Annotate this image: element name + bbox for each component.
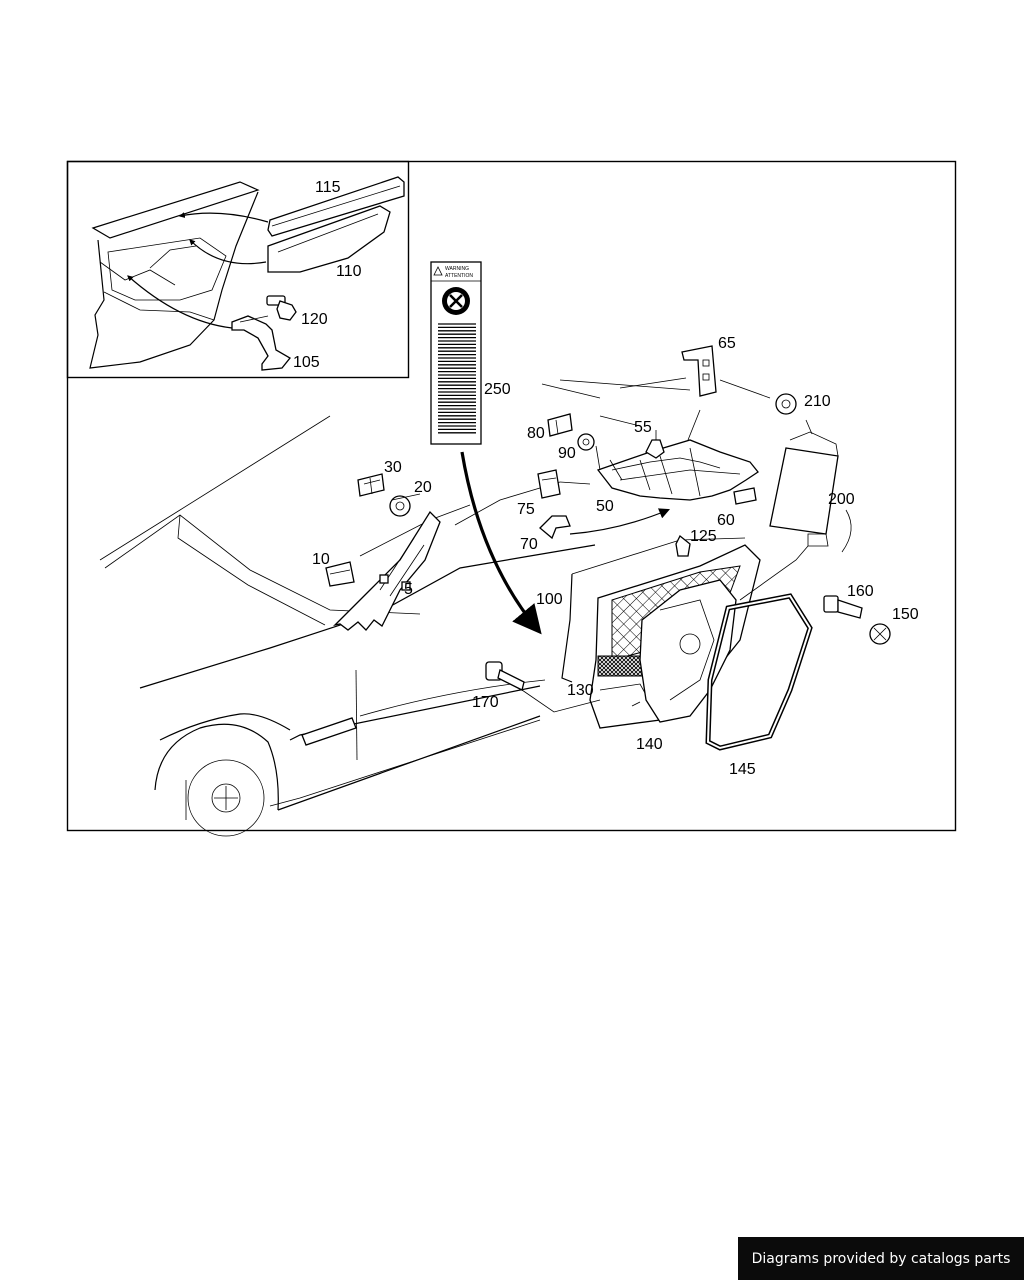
inset-arrow-110 — [189, 239, 267, 265]
main-frame — [66, 160, 957, 832]
callout-70: 70 — [520, 536, 538, 553]
part-70-cap — [539, 515, 571, 540]
inset-leader-120 — [239, 315, 269, 323]
callout-65: 65 — [718, 335, 736, 352]
part-10-clip — [325, 561, 355, 587]
part-145-seal — [705, 593, 813, 751]
callout-115: 115 — [315, 179, 341, 196]
part-50-upper-trim — [596, 409, 759, 501]
callout-160: 160 — [847, 583, 874, 600]
part-250-warning-label: WARNING ATTENTION — [430, 261, 482, 445]
part-80-clip — [547, 413, 573, 437]
inset-arrow-115 — [178, 212, 269, 223]
callout-200: 200 — [828, 491, 855, 508]
part-75-clip — [537, 469, 561, 499]
callout-170: 170 — [472, 694, 499, 711]
part-160-bolt — [823, 595, 863, 619]
part-210-nut — [775, 393, 797, 415]
callout-210: 210 — [804, 393, 831, 410]
arrow-250-to-100 — [460, 451, 542, 635]
callout-90: 90 — [558, 445, 576, 462]
callout-5: 5 — [404, 581, 413, 598]
label-header-line-1: WARNING — [445, 266, 469, 272]
part-110-trim-panel — [267, 205, 391, 273]
part-20-nut — [389, 495, 411, 517]
part-120-screw — [266, 295, 297, 321]
inset-arrow-105 — [127, 275, 233, 329]
callout-labels: 115 110 120 105 250 65 210 55 80 90 30 2… — [293, 179, 919, 778]
callout-110: 110 — [336, 263, 362, 280]
inset-door-panel — [89, 181, 260, 369]
part-170-bolt — [485, 661, 525, 691]
part-30-clip — [357, 473, 385, 497]
callout-75: 75 — [517, 501, 535, 518]
part-125-rivet — [675, 534, 691, 557]
callout-140: 140 — [636, 736, 663, 753]
callout-30: 30 — [384, 459, 402, 476]
part-115-trim-strip — [267, 176, 405, 237]
part-105-grab-handle — [231, 315, 291, 371]
callout-60: 60 — [717, 512, 735, 529]
callout-20: 20 — [414, 479, 432, 496]
part-5-b-pillar-trim — [333, 510, 441, 631]
callout-145: 145 — [729, 761, 756, 778]
part-55-clip — [645, 430, 665, 459]
inset-frame — [66, 160, 410, 379]
label-header-line-2: ATTENTION — [445, 273, 473, 279]
arrow-70-to-50 — [569, 508, 670, 535]
callout-100: 100 — [536, 591, 563, 608]
part-150-nut — [869, 623, 891, 645]
callout-250: 250 — [484, 381, 511, 398]
footer-credit: Diagrams provided by catalogs parts — [738, 1237, 1024, 1280]
leader-lines — [391, 377, 852, 713]
part-60-clip — [733, 487, 757, 505]
callout-125: 125 — [690, 528, 717, 545]
callout-105: 105 — [293, 354, 320, 371]
callout-55: 55 — [634, 419, 652, 436]
car-body-outline — [99, 415, 596, 837]
callout-50: 50 — [596, 498, 614, 515]
part-65-bracket — [681, 345, 717, 397]
callout-130: 130 — [567, 682, 594, 699]
callout-120: 120 — [301, 311, 328, 328]
callout-80: 80 — [527, 425, 545, 442]
callout-10: 10 — [312, 551, 330, 568]
part-200-cover — [769, 431, 839, 547]
callout-150: 150 — [892, 606, 919, 623]
part-90-washer — [577, 433, 595, 451]
